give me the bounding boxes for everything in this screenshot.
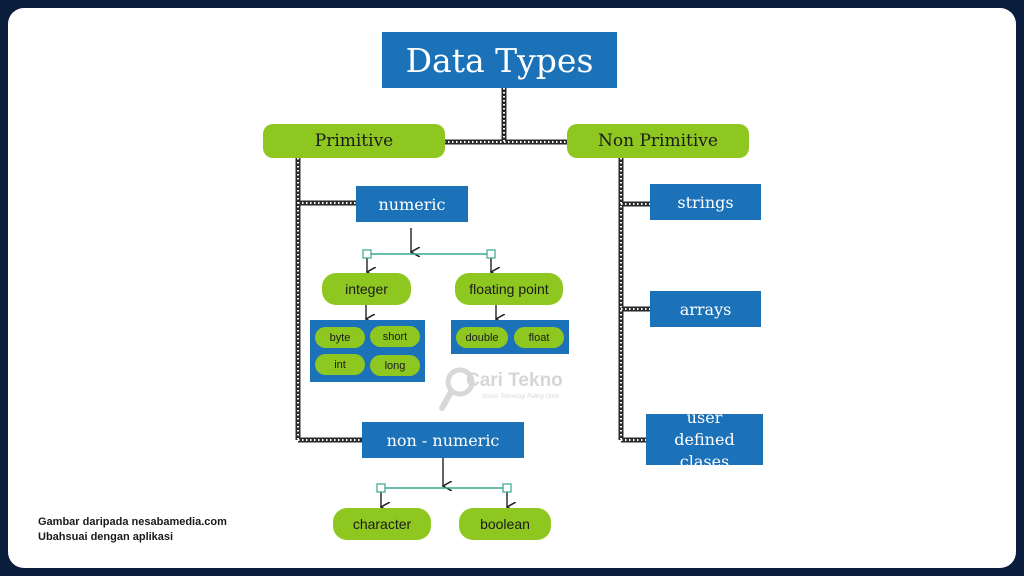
watermark-tagline: Solusi Teknologi Paling Oishi (482, 394, 560, 400)
strings-node: strings (650, 184, 761, 220)
floating-point-node: floating point (455, 273, 563, 305)
integer-type-int: int (315, 354, 365, 375)
integer-node: integer (322, 273, 411, 305)
non-primitive-node: Non Primitive (567, 124, 749, 158)
floating-type-double: double (456, 327, 508, 348)
numeric-node: numeric (356, 186, 468, 222)
integer-type-long: long (370, 355, 420, 376)
non-numeric-node: non - numeric (362, 422, 524, 458)
integer-type-short: short (370, 326, 420, 347)
content-frame: Data Types Primitive Non Primitive numer… (8, 8, 1016, 568)
floating-type-float: float (514, 327, 564, 348)
boolean-node: boolean (459, 508, 551, 540)
primitive-node: Primitive (263, 124, 445, 158)
integer-type-byte: byte (315, 327, 365, 348)
caption-note: Ubahsuai dengan aplikasi (38, 531, 174, 543)
connector-lines (295, 88, 650, 568)
caption-source: Gambar daripada nesabamedia.com (38, 516, 227, 528)
diagram-stage: Data Types Primitive Non Primitive numer… (8, 8, 1016, 568)
character-node: character (333, 508, 431, 540)
watermark-brand: Cari Tekno (466, 370, 563, 391)
magnifier-logo-icon (439, 367, 475, 411)
user-defined-classes-node: user defined clases (646, 408, 763, 471)
diagram-title: Data Types (382, 32, 617, 88)
arrays-node: arrays (650, 291, 761, 327)
